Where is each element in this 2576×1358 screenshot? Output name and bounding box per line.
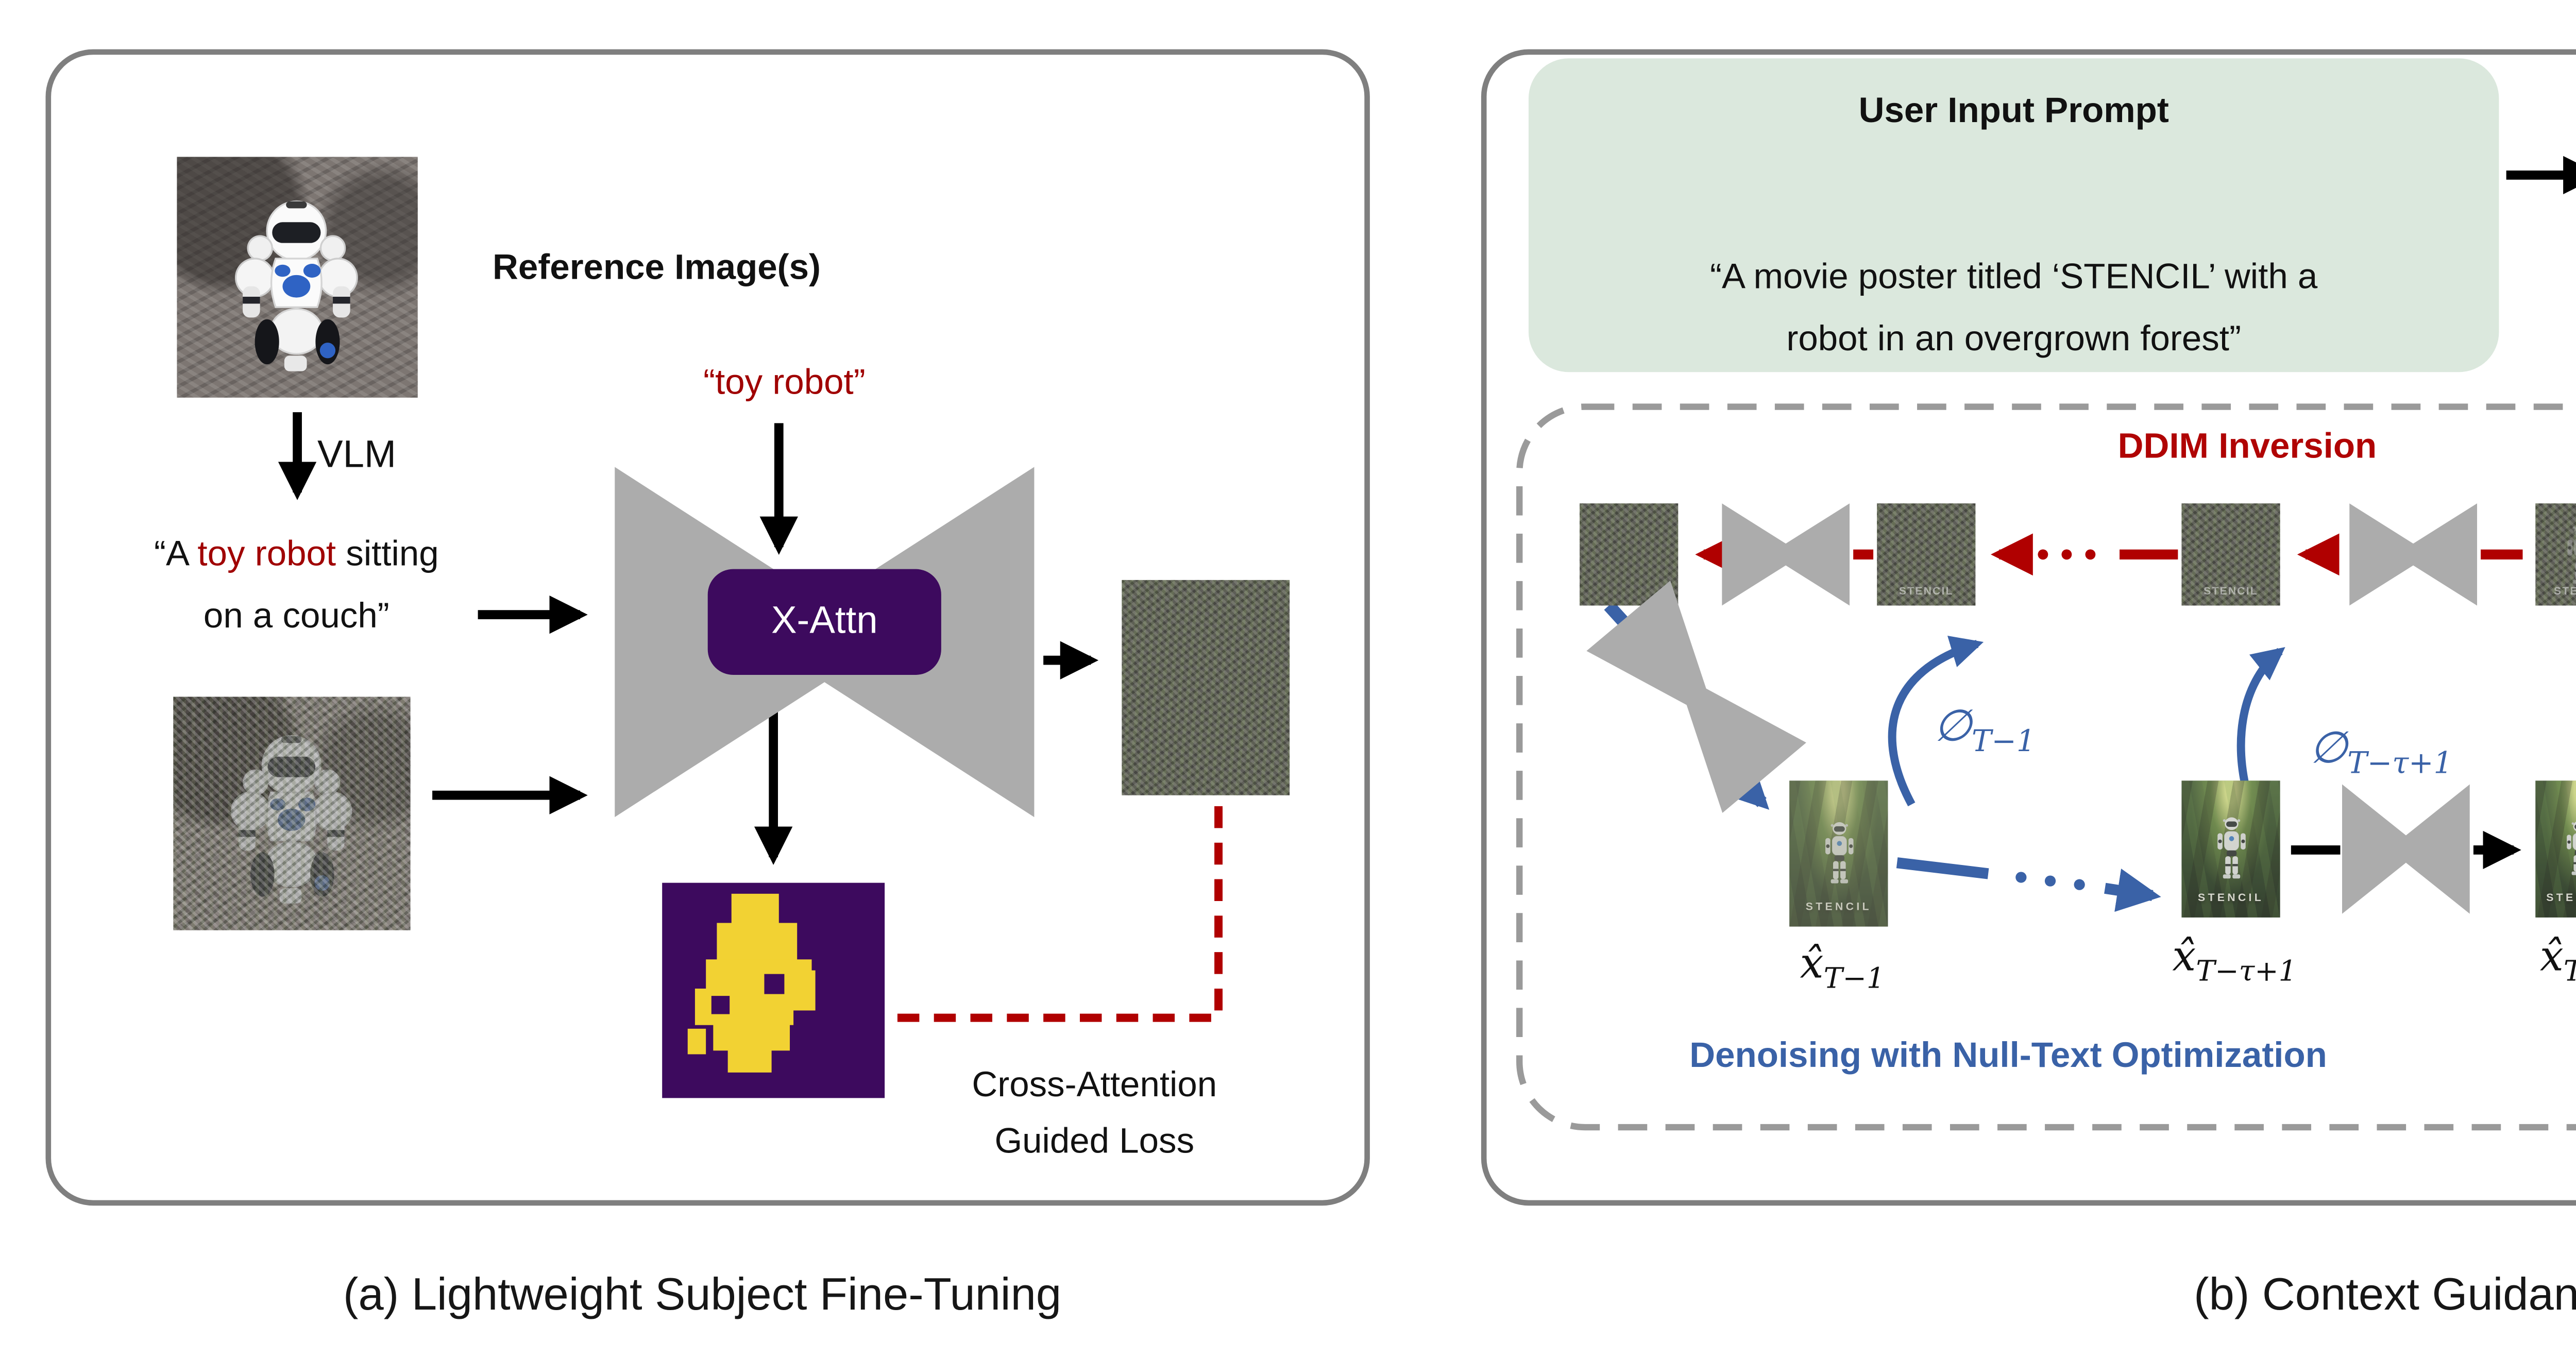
robot-icon <box>1816 804 1861 901</box>
denoise-bowtie-icon <box>2342 784 2470 914</box>
user-prompt-title: User Input Prompt <box>1858 91 2169 131</box>
user-prompt-line1: “A movie poster titled ‘STENCIL’ with a <box>1710 257 2318 298</box>
attention-mask <box>662 882 885 1098</box>
ddim-thumb-4: STENCIL <box>2535 503 2576 606</box>
vlm-caption-line1: “A toy robot sitting <box>64 525 529 584</box>
token-prompt-label: “toy robot” <box>703 363 866 403</box>
user-prompt-box: User Input Prompt “A movie poster titled… <box>1528 58 2499 372</box>
phi-t1-label: ∅T−1 <box>1933 700 2036 759</box>
user-prompt-line2: robot in an overgrown forest” <box>1786 319 2242 360</box>
faint-stencil-text: STENCIL <box>2553 587 2576 599</box>
xhat-tau1-thumb: STENCIL <box>2181 780 2280 918</box>
stencil-mini-title: STENCIL <box>2197 894 2264 905</box>
output-noise-image <box>1122 580 1290 795</box>
vlm-caption-pre: “A <box>154 534 198 575</box>
faint-stencil-text: STENCIL <box>1899 587 1954 599</box>
ddim-bowtie-1-icon <box>1722 503 1850 606</box>
xhat-tau-thumb: STENCIL <box>2535 780 2576 918</box>
noise-overlay <box>173 697 411 930</box>
mask-blob-icon <box>687 893 816 1073</box>
xhat-t1-label: x̂T−1 <box>1800 941 1885 995</box>
faint-robot-icon <box>2559 516 2576 591</box>
loss-label: Cross-Attention Guided Loss <box>894 1058 1295 1171</box>
loss-label-line2: Guided Loss <box>994 1122 1195 1162</box>
vlm-label: VLM <box>317 434 396 477</box>
caption-b: (b) Context Guidance <box>2194 1269 2576 1321</box>
tilted-bowtie-icon <box>1586 580 1807 813</box>
phi-tau-label: ∅T−τ+1 <box>2309 722 2453 780</box>
xhat-tau-label: x̂T−τ <box>2539 933 2576 988</box>
vlm-caption-subject: toy robot <box>197 534 336 575</box>
xhat-t1-thumb: STENCIL <box>1789 780 1888 927</box>
loss-label-line1: Cross-Attention <box>972 1065 1217 1106</box>
stencil-mini-title: STENCIL <box>2546 894 2576 905</box>
robot-icon <box>2208 803 2253 893</box>
vlm-caption-line2: on a couch” <box>203 596 389 637</box>
reference-photo <box>177 157 418 398</box>
ddim-thumb-3: STENCIL <box>2181 503 2280 606</box>
vlm-caption-post: sitting <box>336 534 439 575</box>
ddim-thumb-2: STENCIL <box>1877 503 1976 606</box>
xhat-tau1-label: x̂T−τ+1 <box>2172 933 2297 988</box>
ddim-inversion-label: DDIM Inversion <box>2117 427 2377 467</box>
denoising-null-text-label: Denoising with Null-Text Optimization <box>1689 1036 2327 1076</box>
ddim-bowtie-2-icon <box>2349 503 2477 606</box>
stencil-mini-title: STENCIL <box>1805 902 1872 914</box>
robot-icon <box>2559 803 2576 893</box>
caption-a: (a) Lightweight Subject Fine-Tuning <box>343 1269 1062 1321</box>
xattn-block: X-Attn <box>707 569 941 675</box>
toy-robot-icon <box>211 176 384 388</box>
reference-images-label: Reference Image(s) <box>493 248 821 288</box>
noisy-reference-image <box>173 697 411 930</box>
ddim-thumb-1 <box>1580 503 1679 606</box>
faint-stencil-text: STENCIL <box>2204 587 2258 599</box>
